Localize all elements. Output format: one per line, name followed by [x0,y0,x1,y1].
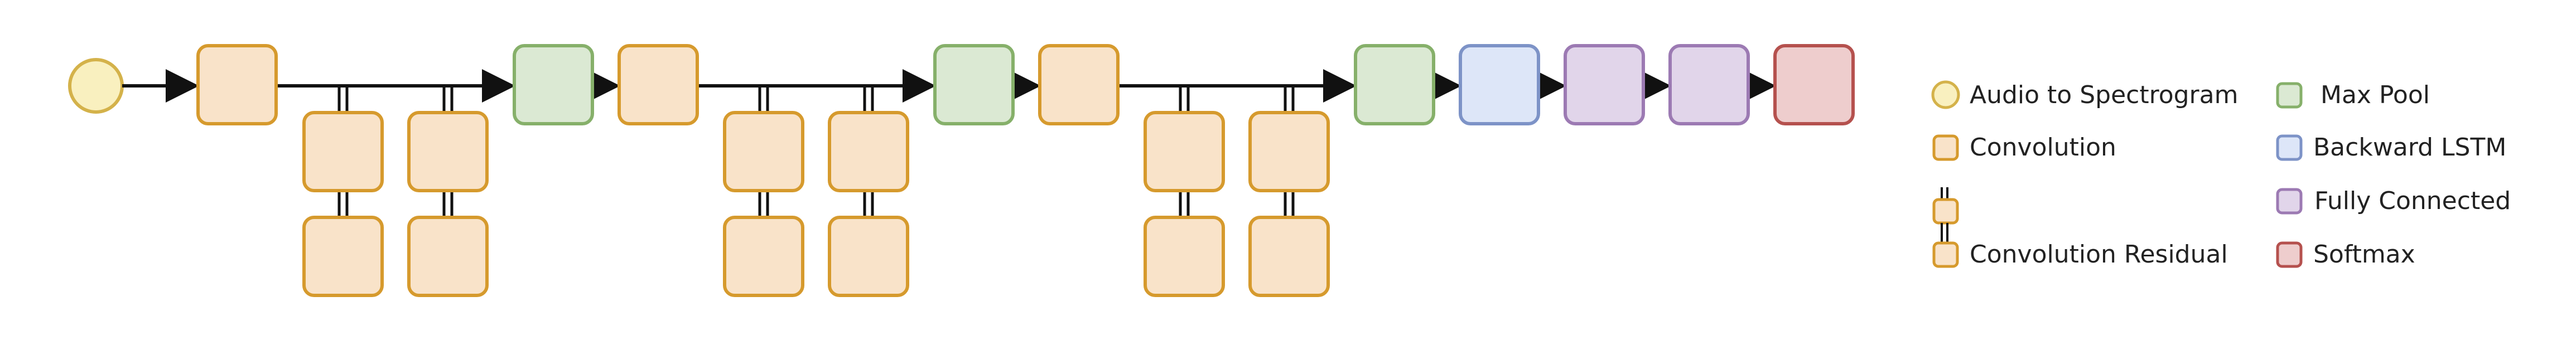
legend-fully-connected-label: Fully Connected [2314,187,2511,215]
legend-softmax-swatch [2276,241,2303,268]
convolution-residual-node [302,216,384,297]
legend-softmax-label: Softmax [2313,240,2415,269]
convolution-residual-node [1144,216,1225,297]
legend: Audio to Spectrogram Convolution Convolu… [1931,80,2511,269]
backward-lstm-node [1459,44,1540,125]
legend-convolution-residual-label: Convolution Residual [1970,240,2228,269]
convolution-node [196,44,278,125]
convolution-residual-node [302,111,384,192]
softmax-node [1773,44,1855,125]
max-pool-node [513,44,594,125]
convolution-residual-node [828,216,909,297]
legend-max-pool-swatch [2276,82,2303,109]
legend-max-pool-label: Max Pool [2321,81,2430,109]
convolution-residual-node [1248,111,1330,192]
convolution-residual-node [828,111,909,192]
legend-audio-swatch [1931,80,1960,109]
convolution-residual-node [723,216,804,297]
residual-connectors [337,86,1295,216]
legend-convolution-residual-swatch [1932,187,1959,268]
convolution-residual-node [407,216,489,297]
convolution-node [618,44,699,125]
pipeline-boxes [196,44,1855,125]
legend-convolution-label: Convolution [1970,133,2116,162]
legend-audio-label: Audio to Spectrogram [1970,81,2238,109]
audio-to-spectrogram-node [68,58,124,114]
legend-backward-lstm-swatch [2276,134,2303,161]
residual-boxes [302,111,1330,297]
convolution-residual-node [1248,216,1330,297]
convolution-residual-node [723,111,804,192]
fully-connected-node [1668,44,1750,125]
convolution-residual-node [1144,111,1225,192]
legend-backward-lstm-label: Backward LSTM [2313,133,2506,162]
fully-connected-node [1564,44,1645,125]
max-pool-node [933,44,1015,125]
max-pool-node [1354,44,1435,125]
legend-fully-connected-swatch [2276,188,2303,215]
convolution-node [1038,44,1120,125]
legend-convolution-swatch [1932,134,1959,161]
convolution-residual-node [407,111,489,192]
